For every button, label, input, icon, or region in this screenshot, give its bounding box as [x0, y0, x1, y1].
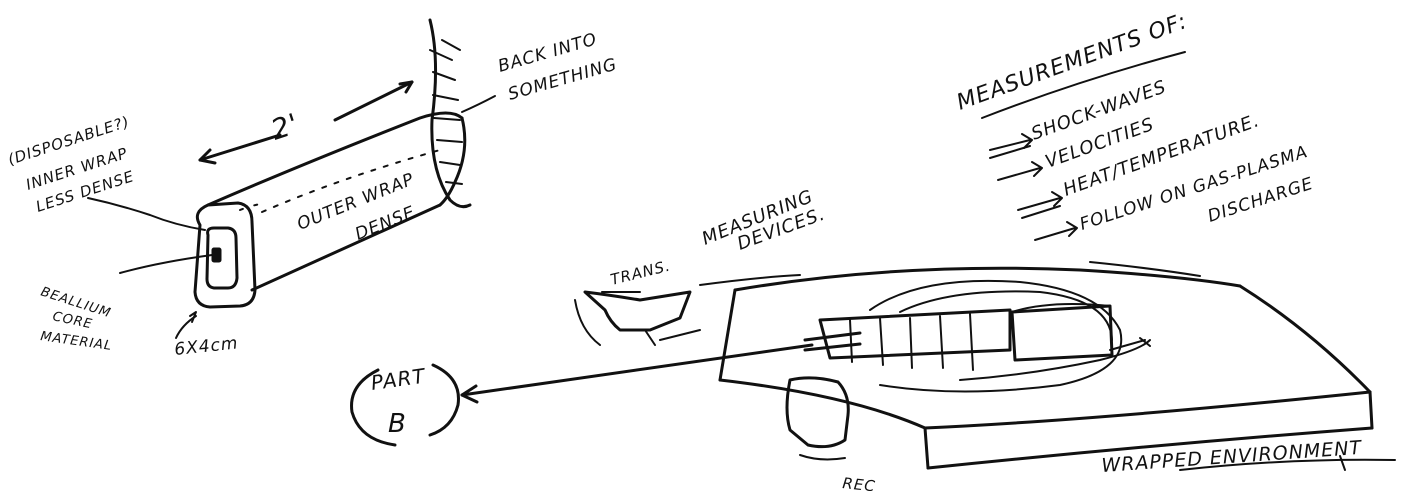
- part-b-drawing: [350, 343, 814, 447]
- measurement-arrows: [981, 51, 1186, 241]
- wrapped-environment-drawing: [574, 261, 1396, 471]
- part-b-label-2: B: [388, 409, 407, 439]
- cross-section-label: 6X4cm: [173, 333, 239, 360]
- wrapped-environment-label: WRAPPED ENVIRONMENT: [1101, 437, 1363, 477]
- rec-label: REC: [842, 474, 877, 495]
- dimension-label: 2': [267, 107, 303, 147]
- core-label-3: MATERIAL: [39, 329, 113, 354]
- part-b-label-1: PART: [369, 363, 427, 395]
- trans-label: TRANS.: [609, 257, 673, 289]
- core-rod-drawing: [87, 18, 496, 339]
